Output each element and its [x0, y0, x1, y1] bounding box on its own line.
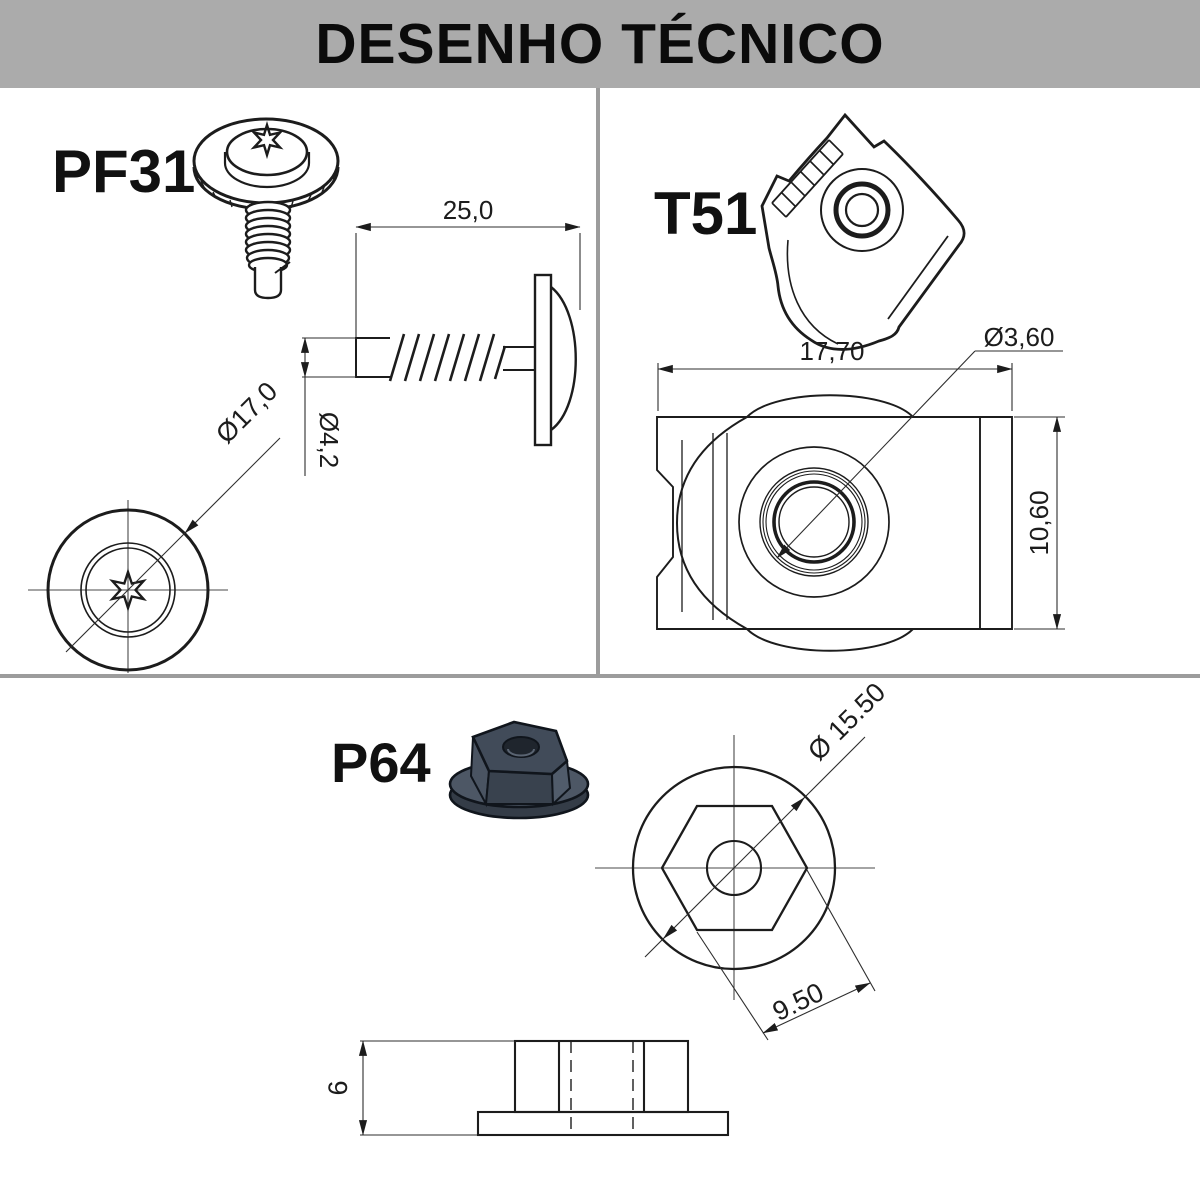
p64-3d-nut	[448, 720, 590, 820]
t51-label: T51	[654, 180, 757, 247]
p64-side-view: 6	[323, 1039, 730, 1137]
t51-plan-view: 17,70 Ø3,60 10,60	[656, 322, 1065, 652]
title-banner: DESENHO TÉCNICO	[0, 0, 1200, 88]
p64-dim-flange: Ø 15.50	[802, 677, 891, 766]
pf31-torx-icon	[250, 120, 284, 160]
t51-dim-height: 10,60	[1024, 490, 1054, 555]
p64-dim-height: 6	[323, 1080, 353, 1095]
p64-top-view: Ø 15.50 9.50	[595, 677, 891, 1041]
p64-dim-flats: 9.50	[768, 977, 828, 1027]
pf31-3d-screw	[192, 117, 340, 300]
pf31-dim-shank: Ø4,2	[314, 412, 344, 468]
pf31-dim-head: Ø17,0	[210, 376, 283, 449]
p64-label: P64	[331, 731, 431, 794]
t51-dim-width: 17,70	[799, 336, 864, 366]
pf31-section: PF31	[28, 117, 581, 673]
technical-drawing-canvas: PF31	[0, 88, 1200, 1137]
panel-dividers	[0, 88, 1200, 678]
t51-dim-hole: Ø3,60	[984, 322, 1055, 352]
pf31-side-view: 25,0 Ø4,2	[300, 195, 581, 476]
pf31-label: PF31	[52, 138, 195, 205]
t51-3d-clip	[760, 112, 966, 351]
pf31-bottom-view: Ø17,0	[28, 376, 283, 673]
p64-section: P64 Ø 15.5	[323, 677, 891, 1137]
t51-section: T51	[654, 112, 1065, 652]
pf31-torx-bottom-icon	[109, 568, 147, 612]
pf31-dim-length: 25,0	[443, 195, 494, 225]
page-title: DESENHO TÉCNICO	[315, 12, 885, 76]
